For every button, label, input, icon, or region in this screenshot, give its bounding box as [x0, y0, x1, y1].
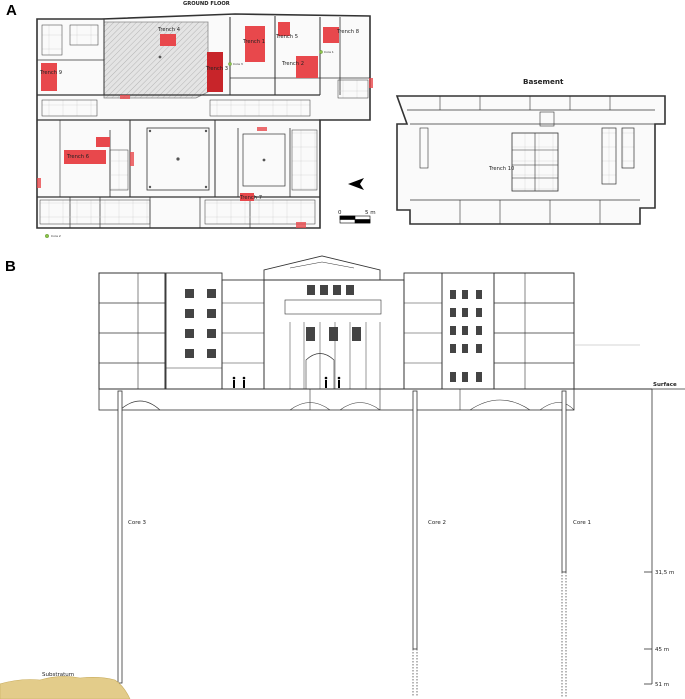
north-arrow-icon: [348, 178, 364, 190]
core-1-label: Core 1: [573, 520, 591, 526]
scale-bar: [339, 215, 371, 224]
scale-start-label: 0: [338, 210, 342, 216]
core-2-marker-label: Core 2: [51, 234, 61, 238]
trench-6-label: Trench 6: [66, 154, 89, 160]
core-1-marker: [319, 50, 323, 54]
trench-7-marker: [240, 193, 254, 201]
building-section: [98, 255, 685, 411]
trench-2-label: Trench 2: [281, 61, 304, 67]
depth-scale: [644, 389, 653, 685]
ground-floor-title: GROUND FLOOR: [183, 1, 230, 7]
trench-4-label: Trench 4: [157, 27, 181, 33]
substratum-label: Substratum: [42, 672, 74, 678]
core-3-column: [117, 390, 123, 684]
basement-plan: [395, 95, 666, 225]
depth-31-5-label: 31,5 m: [655, 570, 674, 576]
courtyard-hatch: [103, 21, 209, 99]
trench-3-label: Trench 3: [205, 66, 228, 72]
scale-end-label: 5 m: [365, 210, 376, 216]
panel-a-letter: A: [6, 2, 17, 19]
core-3-label: Core 3: [128, 520, 146, 526]
trench-8-marker: [323, 27, 339, 43]
core-1-marker-label: Core 1: [324, 50, 334, 54]
core-2-label: Core 2: [428, 520, 446, 526]
depth-51-label: 51 m: [655, 682, 669, 688]
trench-1-label: Trench 1: [242, 39, 265, 45]
basement-title: Basement: [523, 77, 564, 86]
trench-2-marker: [296, 56, 318, 78]
ground-floor-plan: [36, 13, 371, 229]
trench-3-marker: [207, 52, 223, 92]
substratum-mound: [0, 676, 131, 699]
core-3-marker: [228, 62, 232, 66]
core-2-column: [412, 390, 418, 697]
depth-45-label: 45 m: [655, 647, 669, 653]
trench-6-marker: [64, 150, 106, 164]
panel-b-letter: B: [5, 258, 16, 275]
people-figures: [232, 376, 341, 388]
core-3-marker-label: Core 3: [233, 62, 243, 66]
trench-6b-marker: [96, 137, 110, 147]
trench-1-marker: [245, 26, 265, 62]
trench-10-label: Trench 10: [488, 166, 514, 172]
core-2-marker: [45, 233, 50, 238]
core-markers: [45, 50, 323, 238]
trench-4-marker: [160, 34, 176, 46]
trench-5-marker: [278, 22, 290, 36]
core-1-column: [561, 390, 567, 697]
surface-label: Surface: [653, 382, 677, 388]
trench-9-marker: [41, 63, 57, 91]
trench-7-label: Trench 7: [239, 195, 262, 201]
trench-8-label: Trench 8: [336, 29, 359, 35]
trench-5-label: Trench 5: [275, 34, 298, 40]
trench-9-label: Trench 9: [39, 70, 62, 76]
